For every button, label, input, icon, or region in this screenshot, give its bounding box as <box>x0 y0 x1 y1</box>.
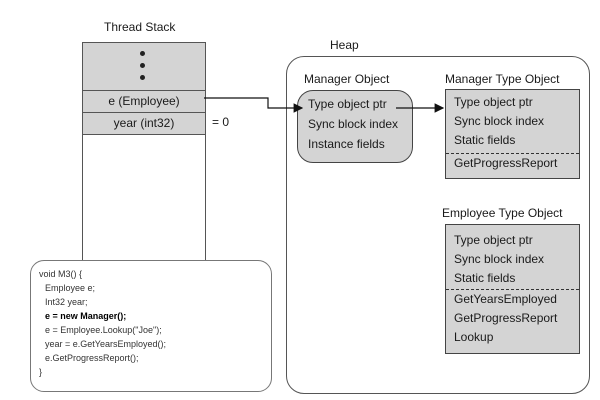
code-line-current: e = new Manager(); <box>45 311 127 321</box>
code-line: e.GetProgressReport(); <box>45 353 139 363</box>
ellipsis-dot <box>140 75 145 80</box>
manager-type-field: Sync block index <box>454 114 545 128</box>
method-table-divider <box>446 153 579 154</box>
manager-type-object: Type object ptr Sync block index Static … <box>445 89 580 179</box>
thread-stack: e (Employee) year (int32) <box>82 42 206 274</box>
code-line: } <box>39 367 43 377</box>
employee-type-method: Lookup <box>454 330 494 344</box>
manager-type-field: Static fields <box>454 133 516 147</box>
employee-type-method: GetProgressReport <box>454 311 558 325</box>
code-line: e = Employee.Lookup("Joe"); <box>45 325 162 335</box>
employee-type-field: Static fields <box>454 271 516 285</box>
manager-object-field: Sync block index <box>308 117 399 131</box>
manager-object-title: Manager Object <box>304 72 390 86</box>
ellipsis-dot <box>140 63 145 68</box>
manager-type-method: GetProgressReport <box>454 156 558 170</box>
code-line: year = e.GetYearsEmployed(); <box>45 339 166 349</box>
manager-object: Type object ptr Sync block index Instanc… <box>297 90 413 163</box>
manager-type-field: Type object ptr <box>454 95 533 109</box>
employee-type-method: GetYearsEmployed <box>454 292 557 306</box>
code-line: Employee e; <box>45 283 96 293</box>
arrow-e-to-manager-object <box>204 97 304 113</box>
manager-object-field: Type object ptr <box>308 97 387 111</box>
year-value: = 0 <box>212 115 230 129</box>
employee-type-field: Type object ptr <box>454 233 533 247</box>
manager-object-field: Instance fields <box>308 137 385 151</box>
code-listing: void M3() { Employee e; Int32 year; e = … <box>30 260 272 392</box>
thread-stack-title: Thread Stack <box>104 20 176 34</box>
employee-type-field: Sync block index <box>454 252 545 266</box>
employee-type-object-title: Employee Type Object <box>442 206 563 220</box>
employee-type-object: Type object ptr Sync block index Static … <box>445 224 580 354</box>
manager-type-object-title: Manager Type Object <box>445 72 560 86</box>
stack-upper-region <box>83 43 205 90</box>
heap-title: Heap <box>330 38 359 52</box>
code-line: Int32 year; <box>45 297 88 307</box>
stack-slot-e: e (Employee) <box>83 90 205 112</box>
method-table-divider <box>446 289 579 290</box>
ellipsis-dot <box>140 51 145 56</box>
code-line: void M3() { <box>39 269 83 279</box>
stack-slot-year: year (int32) <box>83 112 205 135</box>
